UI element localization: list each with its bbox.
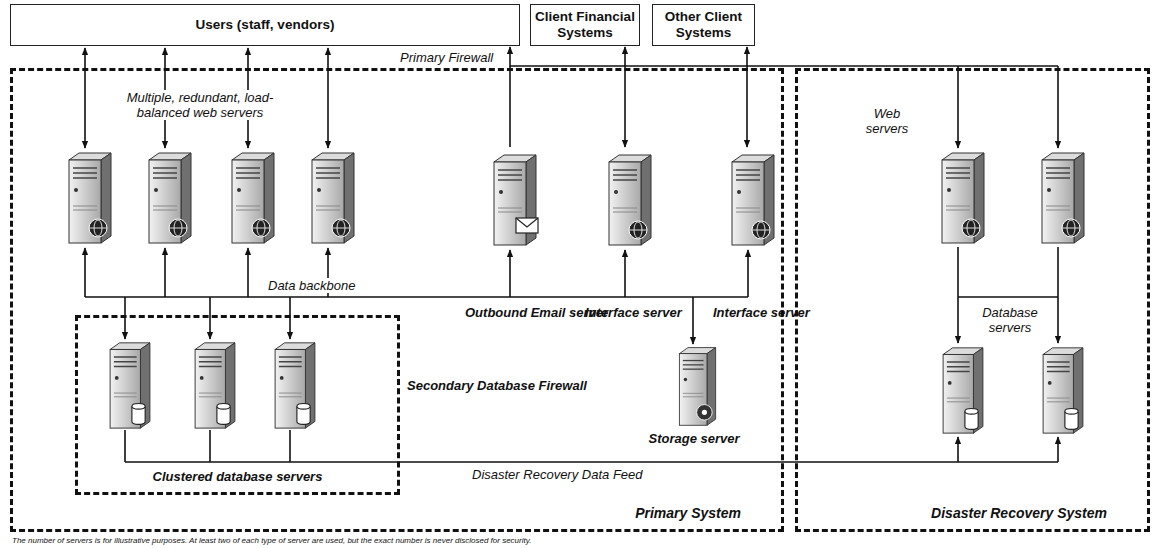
- network-line: [164, 248, 166, 297]
- network-lines: [85, 48, 1058, 462]
- node-sublabel: Clustered database servers: [78, 469, 397, 484]
- server-icon: [1043, 348, 1083, 433]
- network-line: [125, 461, 1058, 463]
- firewall-label: Primary Firewall: [398, 50, 495, 65]
- network-line: [209, 430, 211, 462]
- group-label: Database servers: [976, 305, 1044, 335]
- network-line: [747, 250, 749, 297]
- network-line: [624, 250, 626, 297]
- disaster-recovery-region: Disaster Recovery System: [795, 68, 1150, 532]
- network-line: [84, 48, 86, 148]
- server-icon: [942, 153, 984, 243]
- node-label: Interface server: [713, 305, 781, 330]
- interface-server: Interface server: [713, 148, 781, 338]
- server-icon: [679, 348, 715, 426]
- server-icon: [1042, 153, 1084, 243]
- network-line: [289, 297, 291, 339]
- connector-arrow: [624, 47, 626, 147]
- database-firewall-zone: Secondary Database FirewallClustered dat…: [75, 315, 400, 495]
- server-icon: [275, 343, 315, 428]
- server-icon: [943, 348, 983, 433]
- network-line: [692, 297, 694, 344]
- interface-server: Interface server: [585, 148, 665, 338]
- network-line: [124, 297, 126, 339]
- server-icon: [732, 155, 774, 245]
- connector-arrow: [509, 47, 511, 147]
- primary-system-region: Primary System Secondary Database Firewal…: [10, 68, 784, 532]
- network-line: [957, 66, 959, 148]
- network-line: [509, 250, 511, 297]
- data-feed-label: Disaster Recovery Data Feed: [470, 467, 645, 482]
- network-line: [958, 296, 1058, 298]
- node-label: Other Client Systems: [656, 9, 751, 41]
- network-line: [1057, 247, 1059, 343]
- network-line: [957, 437, 959, 462]
- network-line: [84, 248, 86, 297]
- server-icon: [609, 155, 651, 245]
- connector-arrow: [746, 47, 748, 147]
- server-icon: [195, 343, 235, 428]
- server-icon: [232, 153, 274, 243]
- network-line: [289, 430, 291, 462]
- backbone-label: Data backbone: [266, 278, 357, 293]
- users-box: Users (staff, vendors): [10, 4, 520, 46]
- email-server: Outbound Email server: [465, 148, 555, 338]
- network-line: [124, 430, 126, 462]
- node-label: Outbound Email server: [465, 305, 555, 330]
- client-system-box: Client Financial Systems: [530, 4, 640, 46]
- network-line: [209, 297, 211, 339]
- network-line: [510, 65, 1058, 67]
- server-icon: [69, 153, 111, 243]
- footnote: The number of servers is for illustrativ…: [12, 536, 531, 545]
- storage-server: Storage server: [648, 343, 740, 449]
- node-label: Client Financial Systems: [534, 9, 636, 41]
- node-label: Disaster Recovery System: [931, 505, 1107, 521]
- network-line: [327, 48, 329, 148]
- server-icon: [149, 153, 191, 243]
- server-icons: [69, 153, 1084, 433]
- node-label: Users (staff, vendors): [196, 17, 335, 33]
- network-line: [957, 247, 959, 343]
- network-line: [85, 296, 748, 298]
- node-label: Storage server: [648, 431, 740, 441]
- server-icon: [312, 153, 354, 243]
- server-icon: [494, 155, 538, 245]
- node-label: Interface server: [585, 305, 665, 330]
- server-icon: [110, 343, 150, 428]
- network-line: [1057, 66, 1059, 148]
- network-line: [1057, 437, 1059, 462]
- group-label: Multiple, redundant, load-balanced web s…: [108, 90, 292, 120]
- network-line: [247, 248, 249, 297]
- node-label: Primary System: [635, 505, 741, 521]
- client-system-box: Other Client Systems: [652, 4, 755, 46]
- group-label: Web servers: [858, 106, 916, 136]
